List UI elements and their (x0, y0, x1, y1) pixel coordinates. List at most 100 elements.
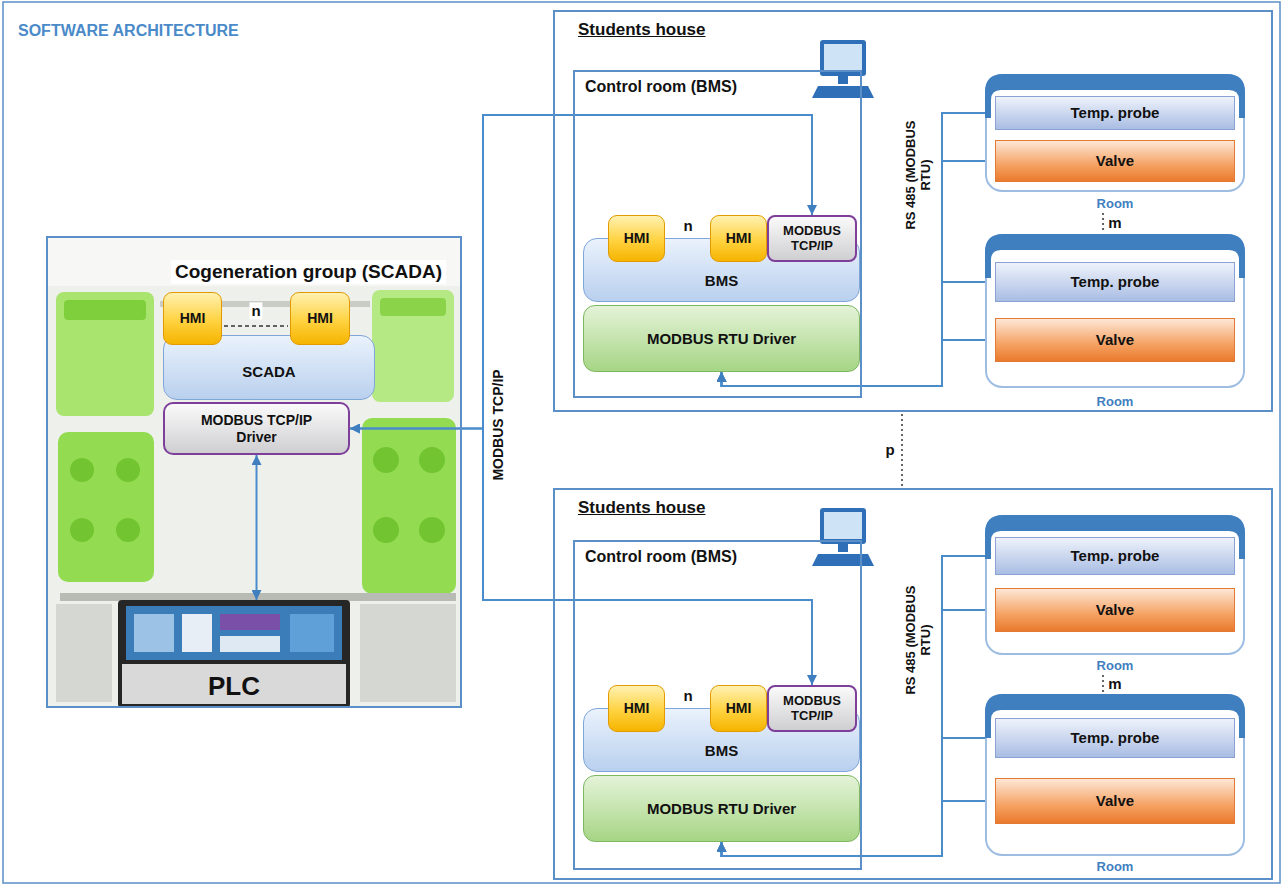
dotted-line (901, 414, 903, 486)
screen-bezel (118, 600, 350, 708)
students-house-label: Students house (578, 20, 706, 40)
dashed-line (224, 325, 288, 327)
valve-box-label: Valve (1096, 331, 1134, 348)
valve-box: Valve (995, 318, 1235, 362)
temp-probe: Temp. probe (995, 262, 1235, 302)
engine (56, 292, 154, 416)
multiplicity-label: n (681, 687, 694, 704)
room-label: Room (1097, 658, 1134, 673)
bus-label-holder: RS 485 (MODBUS RTU) (904, 117, 934, 233)
room-wall (986, 516, 1244, 654)
multiplicity-label: n (681, 217, 694, 234)
rtu-driver-box-label: MODBUS RTU Driver (647, 800, 796, 817)
multiplicity-label: n (249, 302, 262, 319)
hmi-box: HMI (710, 685, 767, 732)
temp-probe-label: Temp. probe (1071, 729, 1160, 746)
monitor-stand (838, 544, 848, 552)
temp-probe: Temp. probe (995, 537, 1235, 575)
multiplicity-lines (224, 213, 1103, 712)
dotted-line (1102, 675, 1104, 693)
keyboard (812, 86, 874, 98)
engine (372, 290, 454, 402)
service-box-label: BMS (705, 272, 738, 289)
dotted-line (1102, 213, 1104, 233)
cylinder (373, 447, 399, 473)
multiplicity-label-holder: p (883, 441, 896, 458)
hmi-box-label: HMI (624, 700, 650, 716)
hmi-box-label: HMI (307, 310, 333, 326)
room: Room Temp. probeValve (985, 234, 1245, 409)
room-wall (986, 695, 1244, 855)
room: Room Temp. probeValve (985, 74, 1245, 211)
room-label: Room (1097, 859, 1134, 874)
modbus-box-label: MODBUS TCP/IP (773, 224, 851, 254)
engine-hall (48, 238, 460, 706)
plc-screen-label: PLC (208, 672, 260, 702)
cogeneration-group-label: Cogeneration group (SCADA) (171, 260, 446, 284)
driver-box-label: MODBUS TCP/IP Driver (192, 412, 322, 444)
driver-box: MODBUS TCP/IP Driver (163, 402, 350, 455)
valve-box: Valve (995, 778, 1235, 824)
page-frame (3, 2, 1280, 883)
control-room: Control room (BMS)HMIHMIMODBUS TCP/IPBMS… (573, 70, 862, 398)
screen-panel (220, 614, 280, 630)
connector (256, 455, 258, 600)
service-box-label: SCADA (242, 363, 295, 380)
valve-box-label: Valve (1096, 152, 1134, 169)
temp-probe-label: Temp. probe (1071, 547, 1160, 564)
temp-probe: Temp. probe (995, 718, 1235, 758)
valve-box-label: Valve (1096, 792, 1134, 809)
temp-probe: Temp. probe (995, 96, 1235, 130)
room-label: Room (1097, 196, 1134, 211)
bus-label-holder: RS 485 (MODBUS RTU) (904, 582, 934, 698)
rtu-driver-box: MODBUS RTU Driver (583, 775, 860, 842)
room-outline (985, 234, 1245, 388)
cabinet (360, 604, 456, 702)
engine-head (64, 300, 146, 320)
computer-icon (812, 40, 874, 98)
screen-base (122, 664, 346, 704)
temp-probe-label: Temp. probe (1071, 273, 1160, 290)
hmi-box: HMI (608, 685, 665, 732)
cylinder (70, 458, 94, 482)
plc-screen-picture (118, 600, 350, 708)
title-holder: SOFTWARE ARCHITECTURE (18, 22, 239, 40)
hmi-box: HMI (290, 292, 350, 345)
engine (362, 418, 456, 594)
modbus-box: MODBUS TCP/IP (767, 215, 857, 262)
room: Room Temp. probeValve (985, 694, 1245, 874)
multiplicity-label: m (1106, 675, 1123, 692)
temp-probe-label: Temp. probe (1071, 104, 1160, 121)
cylinder (70, 518, 94, 542)
hmi-box: HMI (710, 215, 767, 262)
bus-label-holder: MODBUS TCP/IP (490, 367, 506, 482)
valve-box-label: Valve (1096, 601, 1134, 618)
monitor-stand (838, 76, 848, 84)
room-outline (985, 515, 1245, 655)
screen-panel (290, 614, 334, 652)
control-room-label: Control room (BMS) (585, 548, 737, 566)
keyboard (812, 554, 874, 566)
room-label: Room (1097, 394, 1134, 409)
multiplicity-label-holder: n (249, 302, 262, 319)
connector (350, 429, 812, 686)
students-house-label: Students house (578, 498, 706, 518)
multiplicity-label-holder: m (1106, 675, 1123, 692)
cylinder (419, 517, 445, 543)
multiplicity-label: p (883, 441, 896, 458)
bus-label: MODBUS TCP/IP (490, 367, 506, 482)
cabinet (56, 604, 112, 702)
cylinder (419, 447, 445, 473)
rtu-driver-box: MODBUS RTU Driver (583, 305, 860, 372)
bus-label: RS 485 (MODBUS RTU) (904, 117, 934, 233)
hmi-box-label: HMI (180, 310, 206, 326)
multiplicity-label: m (1106, 214, 1123, 231)
plc-screen: PLC (118, 600, 350, 708)
diagram-title: SOFTWARE ARCHITECTURE (18, 22, 239, 40)
multiplicity-label-holder: n (681, 217, 694, 234)
cylinder (116, 518, 140, 542)
monitor-screen (824, 44, 862, 71)
screen-panel (220, 636, 280, 652)
cylinder (116, 458, 140, 482)
